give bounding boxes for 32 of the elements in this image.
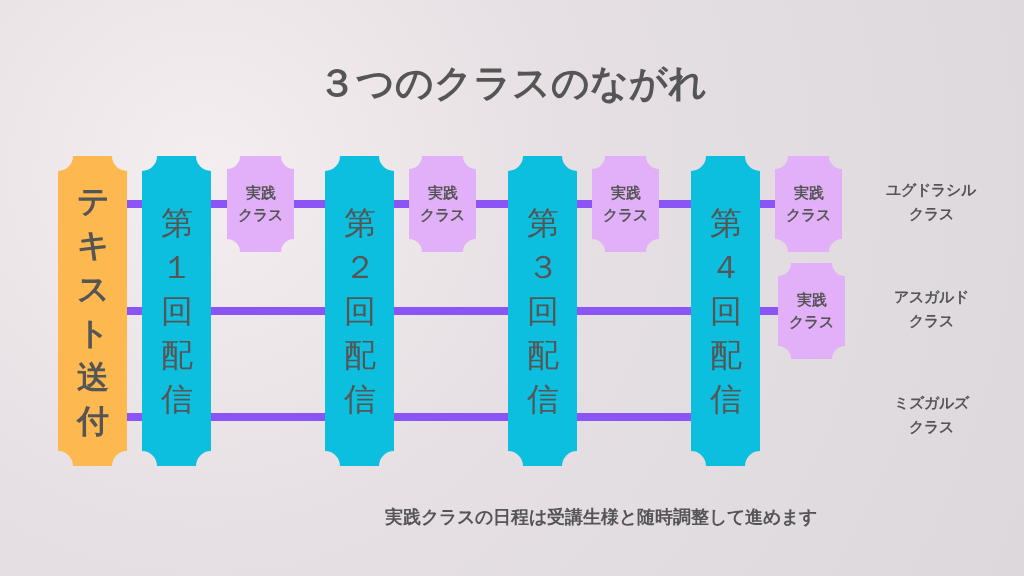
connector-line <box>394 413 508 421</box>
connector-line <box>294 200 325 208</box>
connector-line <box>577 200 592 208</box>
connector-line <box>211 307 325 315</box>
ticket-box: テキスト送付 <box>58 156 127 466</box>
ticket-box: 第２回配信 <box>325 156 394 466</box>
class-box: 実践クラス <box>778 263 845 359</box>
class-name: アスガルドクラス <box>892 287 970 332</box>
connector-line <box>577 413 691 421</box>
ticket-box: 第４回配信 <box>691 156 760 466</box>
connector-line <box>760 200 775 208</box>
ticket-box: 第１回配信 <box>142 156 211 466</box>
ticket-box: 第３回配信 <box>508 156 577 466</box>
connector-line <box>659 200 691 208</box>
connector-line <box>476 200 508 208</box>
connector-line <box>127 307 142 315</box>
connector-line <box>760 307 778 315</box>
note-text: 実践クラスの日程は受講生様と随時調整して進めます <box>385 505 817 529</box>
class-box: 実践クラス <box>409 156 476 252</box>
class-name: ユグドラシルクラス <box>885 180 977 225</box>
connector-line <box>394 307 508 315</box>
class-name: ミズガルズクラス <box>892 393 971 438</box>
class-box: 実践クラス <box>592 156 659 252</box>
connector-line <box>394 200 409 208</box>
connector-line <box>127 200 142 208</box>
class-box: 実践クラス <box>227 156 294 252</box>
connector-line <box>211 413 325 421</box>
title: ３つのクラスのながれ <box>316 60 708 107</box>
connector-line <box>577 307 691 315</box>
connector-line <box>211 200 227 208</box>
class-box: 実践クラス <box>775 156 842 252</box>
connector-line <box>127 413 142 421</box>
